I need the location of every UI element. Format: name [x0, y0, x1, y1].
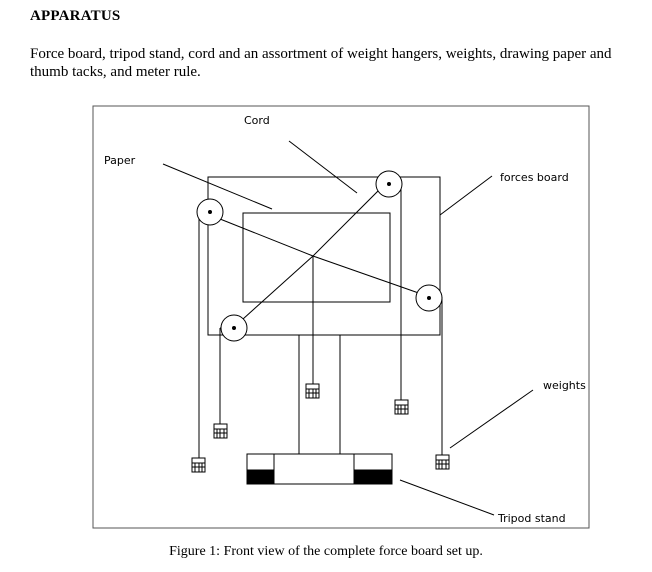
figure-caption: Figure 1: Front view of the complete for…: [169, 544, 483, 559]
weights: [191, 357, 450, 473]
label-forces-board: forces board: [500, 171, 569, 184]
force-board: [207, 176, 441, 336]
tripod-stand: [246, 453, 393, 485]
leader-lines: [162, 140, 534, 516]
figure-frame: [92, 105, 590, 529]
cords: [198, 185, 443, 458]
drawing-paper: [242, 212, 391, 303]
label-tripod-stand: Tripod stand: [497, 512, 566, 525]
label-cord: Cord: [244, 114, 270, 127]
label-paper: Paper: [104, 154, 136, 167]
pulleys: [196, 170, 443, 342]
apparatus-description: Force board, tripod stand, cord and an a…: [30, 46, 612, 80]
section-heading: APPARATUS: [30, 8, 121, 24]
label-weights: weights: [543, 379, 586, 392]
